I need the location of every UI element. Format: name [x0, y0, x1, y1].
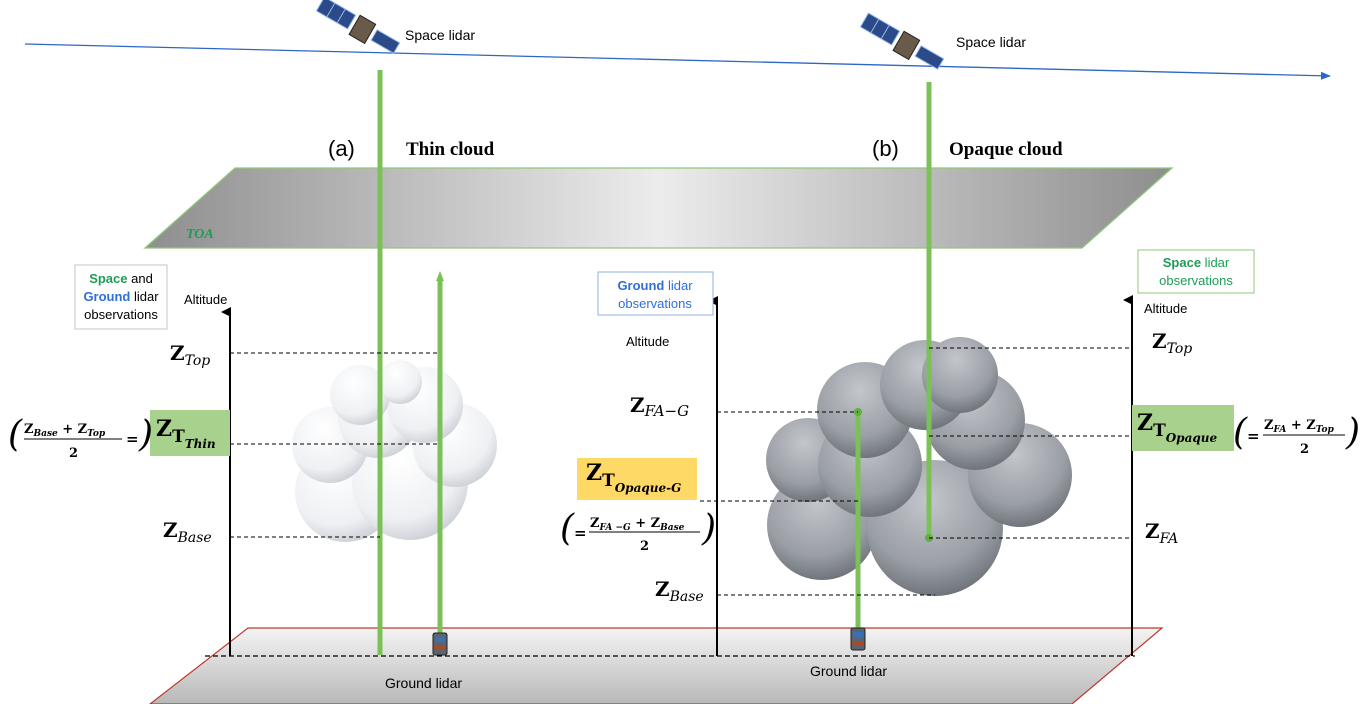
satellite-icon — [859, 12, 945, 70]
zbase-a-label: ZBase — [163, 518, 212, 546]
satellite-icon — [315, 0, 401, 54]
legend-a-line1: Space and — [89, 271, 153, 286]
formula-opaque-g-paren-close: ) — [701, 508, 716, 549]
formula-opaque-g-equals: = — [574, 524, 587, 542]
altitude-label-b-space: Altitude — [1144, 301, 1187, 316]
panel-b-label: (b) — [872, 136, 899, 161]
zt-thin-label: ZTThin — [156, 416, 216, 451]
panel-a-label: (a) — [328, 136, 355, 161]
formula-opaque-numerator: ZFA + ZTop — [1264, 418, 1334, 435]
thin-cloud-title: Thin cloud — [406, 139, 495, 160]
formula-thin-paren-open: ( — [8, 414, 23, 455]
opaque-cloud — [766, 337, 1072, 596]
formula-thin-denominator: 2 — [69, 446, 78, 461]
legend-box-b-space — [1137, 249, 1255, 294]
formula-opaque: ( = ZFA + ZTop 2 ) — [1233, 412, 1360, 457]
legend-a-line3: observations — [84, 307, 158, 322]
formula-opaque-g: ( = ZFA −G + ZBase 2 ) — [560, 508, 716, 554]
legend-box-a — [74, 264, 168, 330]
formula-thin-paren-close: ) — [138, 414, 153, 455]
zbase-b-label: ZBase — [655, 577, 704, 605]
ztop-b-label: ZTop — [1152, 329, 1192, 357]
zt-opaque-g-label: ZTOpaque-G — [586, 460, 681, 495]
formula-thin-numerator: ZBase + ZTop — [24, 422, 106, 439]
formula-opaque-denominator: 2 — [1300, 442, 1309, 457]
ground-lidar-icon — [850, 627, 866, 651]
legend-b-space-line2: observations — [1159, 273, 1233, 288]
zt-opaque-label: ZTOpaque — [1137, 410, 1217, 445]
ground-lidar-icon — [432, 632, 448, 656]
ground-lidar-label-b: Ground lidar — [810, 663, 887, 679]
ground-beam-a-tip — [436, 271, 444, 281]
zfa-label: ZFA — [1145, 519, 1178, 547]
formula-opaque-equals: = — [1247, 427, 1260, 445]
legend-b-ground-line2: observations — [618, 296, 692, 311]
legend-box-b-ground — [597, 271, 714, 316]
formula-opaque-g-numerator: ZFA −G + ZBase — [590, 516, 685, 533]
legend-a-line2: Ground lidar — [83, 289, 159, 304]
altitude-label-b-ground: Altitude — [626, 334, 669, 349]
formula-thin: ( ZBase + ZTop 2 = ) — [8, 414, 153, 461]
zfa-g-label: ZFA−G — [630, 393, 689, 420]
zt-opaque-g-highlight — [577, 458, 697, 500]
altitude-label-a: Altitude — [184, 292, 227, 307]
ztop-a-label: ZTop — [170, 341, 210, 369]
formula-opaque-paren-close: ) — [1345, 412, 1360, 453]
formula-thin-equals: = — [126, 430, 139, 448]
zt-thin-highlight — [150, 410, 230, 456]
toa-label: TOA — [186, 227, 214, 242]
toa-plane — [143, 167, 1174, 249]
zt-opaque-highlight — [1132, 405, 1234, 451]
formula-opaque-paren-open: ( — [1233, 412, 1248, 453]
orbit-line — [24, 43, 1331, 80]
formula-opaque-g-denominator: 2 — [640, 539, 649, 554]
legend-b-ground-line1: Ground lidar — [617, 278, 693, 293]
formula-opaque-g-paren-open: ( — [560, 508, 575, 549]
ground-lidar-label-a: Ground lidar — [385, 675, 462, 691]
space-lidar-label-a: Space lidar — [405, 27, 475, 43]
thin-cloud — [292, 360, 497, 542]
opaque-cloud-title: Opaque cloud — [949, 139, 1063, 160]
space-lidar-label-b: Space lidar — [956, 34, 1026, 50]
legend-b-space-line1: Space lidar — [1163, 255, 1230, 270]
ground-plane — [149, 627, 1164, 704]
